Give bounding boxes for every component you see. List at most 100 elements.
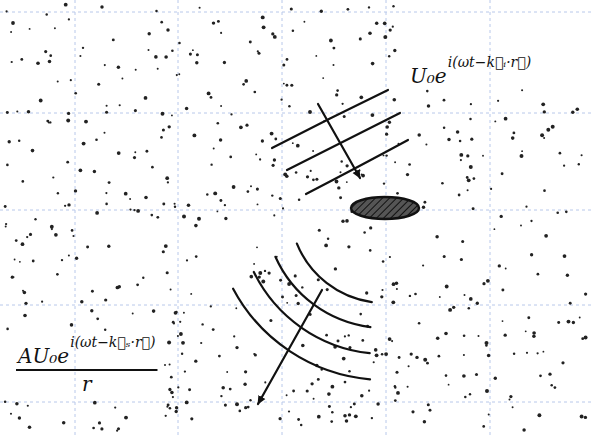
particle-dot bbox=[206, 193, 209, 196]
particle-dot bbox=[371, 62, 375, 66]
particle-dot bbox=[133, 156, 136, 159]
particle-dot bbox=[463, 334, 466, 337]
particle-dot bbox=[189, 53, 192, 56]
particle-dot bbox=[75, 257, 78, 260]
particle-dot bbox=[245, 124, 248, 127]
particle-dot bbox=[452, 306, 455, 309]
particle-dot bbox=[27, 110, 31, 114]
particle-dot bbox=[462, 374, 466, 378]
particle-dot bbox=[466, 154, 469, 157]
particle-dot bbox=[164, 364, 166, 366]
particle-dot bbox=[117, 151, 121, 155]
particle-dot bbox=[247, 190, 250, 193]
particle-dot bbox=[282, 207, 284, 209]
particle-dot bbox=[161, 112, 165, 116]
particle-dot bbox=[350, 406, 352, 408]
particle-dot bbox=[239, 125, 243, 129]
particle-dot bbox=[353, 402, 356, 405]
particle-dot bbox=[261, 15, 265, 19]
particle-dot bbox=[501, 289, 504, 292]
particle-dot bbox=[216, 122, 219, 125]
particle-dot bbox=[104, 329, 106, 331]
particle-dot bbox=[165, 176, 169, 180]
particle-dot bbox=[317, 415, 321, 419]
particle-dot bbox=[279, 279, 282, 282]
particle-dot bbox=[14, 259, 16, 261]
particle-dot bbox=[343, 115, 346, 118]
particle-dot bbox=[543, 137, 545, 139]
particle-dot bbox=[185, 107, 188, 110]
particle-dot bbox=[407, 386, 409, 388]
particle-dot bbox=[347, 8, 350, 11]
particle-dot bbox=[470, 138, 473, 141]
particle-dot bbox=[315, 178, 318, 181]
particle-dot bbox=[210, 96, 213, 99]
particle-dot bbox=[561, 361, 564, 364]
particle-dot bbox=[466, 176, 469, 179]
particle-dot bbox=[220, 105, 222, 107]
particle-dot bbox=[232, 185, 236, 189]
particle-dot bbox=[532, 331, 536, 335]
particle-dot bbox=[90, 309, 93, 312]
particle-dot bbox=[79, 55, 81, 57]
particle-dot bbox=[107, 245, 110, 248]
particle-dot bbox=[221, 386, 225, 390]
particle-dot bbox=[469, 118, 472, 121]
particle-dot bbox=[543, 189, 546, 192]
particle-dot bbox=[217, 20, 220, 23]
particle-dot bbox=[171, 114, 173, 116]
particle-dot bbox=[394, 161, 396, 163]
particle-dot bbox=[190, 417, 193, 420]
particle-dot bbox=[556, 212, 559, 215]
particle-dot bbox=[563, 254, 567, 258]
particle-dot bbox=[4, 400, 7, 403]
particle-dot bbox=[423, 358, 427, 362]
particle-dot bbox=[201, 323, 203, 325]
particle-dot bbox=[74, 189, 77, 192]
particle-dot bbox=[11, 276, 14, 279]
particle-dot bbox=[186, 259, 188, 261]
particle-dot bbox=[244, 370, 247, 373]
particle-dot bbox=[389, 256, 391, 258]
particle-dot bbox=[157, 68, 159, 70]
particle-dot bbox=[415, 356, 418, 359]
particle-dot bbox=[426, 90, 429, 93]
particle-dot bbox=[345, 164, 348, 167]
particle-dot bbox=[371, 417, 373, 419]
particle-dot bbox=[124, 192, 128, 196]
particle-dot bbox=[72, 235, 74, 237]
particle-dot bbox=[383, 182, 385, 184]
particle-dot bbox=[220, 32, 222, 34]
particle-dot bbox=[292, 390, 295, 393]
particle-dot bbox=[18, 139, 20, 141]
particle-dot bbox=[150, 214, 153, 217]
particle-dot bbox=[303, 21, 305, 23]
particle-dot bbox=[244, 406, 247, 409]
particle-dot bbox=[464, 294, 466, 296]
particle-dot bbox=[243, 383, 246, 386]
particle-dot bbox=[70, 323, 74, 327]
particle-dot bbox=[525, 330, 527, 332]
particle-dot bbox=[219, 199, 222, 202]
particle-dot bbox=[394, 386, 396, 388]
particle-dot bbox=[10, 413, 12, 415]
particle-dot bbox=[64, 205, 66, 207]
wave-amplitude: U₀e bbox=[410, 66, 447, 86]
particle-dot bbox=[29, 233, 32, 236]
particle-dot bbox=[19, 261, 21, 263]
particle-dot bbox=[224, 204, 226, 206]
particle-dot bbox=[511, 136, 515, 140]
particle-dot bbox=[337, 340, 340, 343]
particle-dot bbox=[96, 317, 99, 320]
particle-dot bbox=[5, 223, 7, 225]
particle-dot bbox=[341, 220, 344, 223]
particle-dot bbox=[393, 49, 396, 52]
particle-dot bbox=[15, 239, 18, 242]
particle-dot bbox=[169, 364, 171, 366]
particle-dot bbox=[86, 246, 89, 249]
particle-dot bbox=[218, 355, 221, 358]
particle-dot bbox=[509, 398, 511, 400]
particle-dot bbox=[345, 219, 349, 223]
particle-dot bbox=[572, 321, 575, 324]
particle-dot bbox=[391, 340, 393, 342]
